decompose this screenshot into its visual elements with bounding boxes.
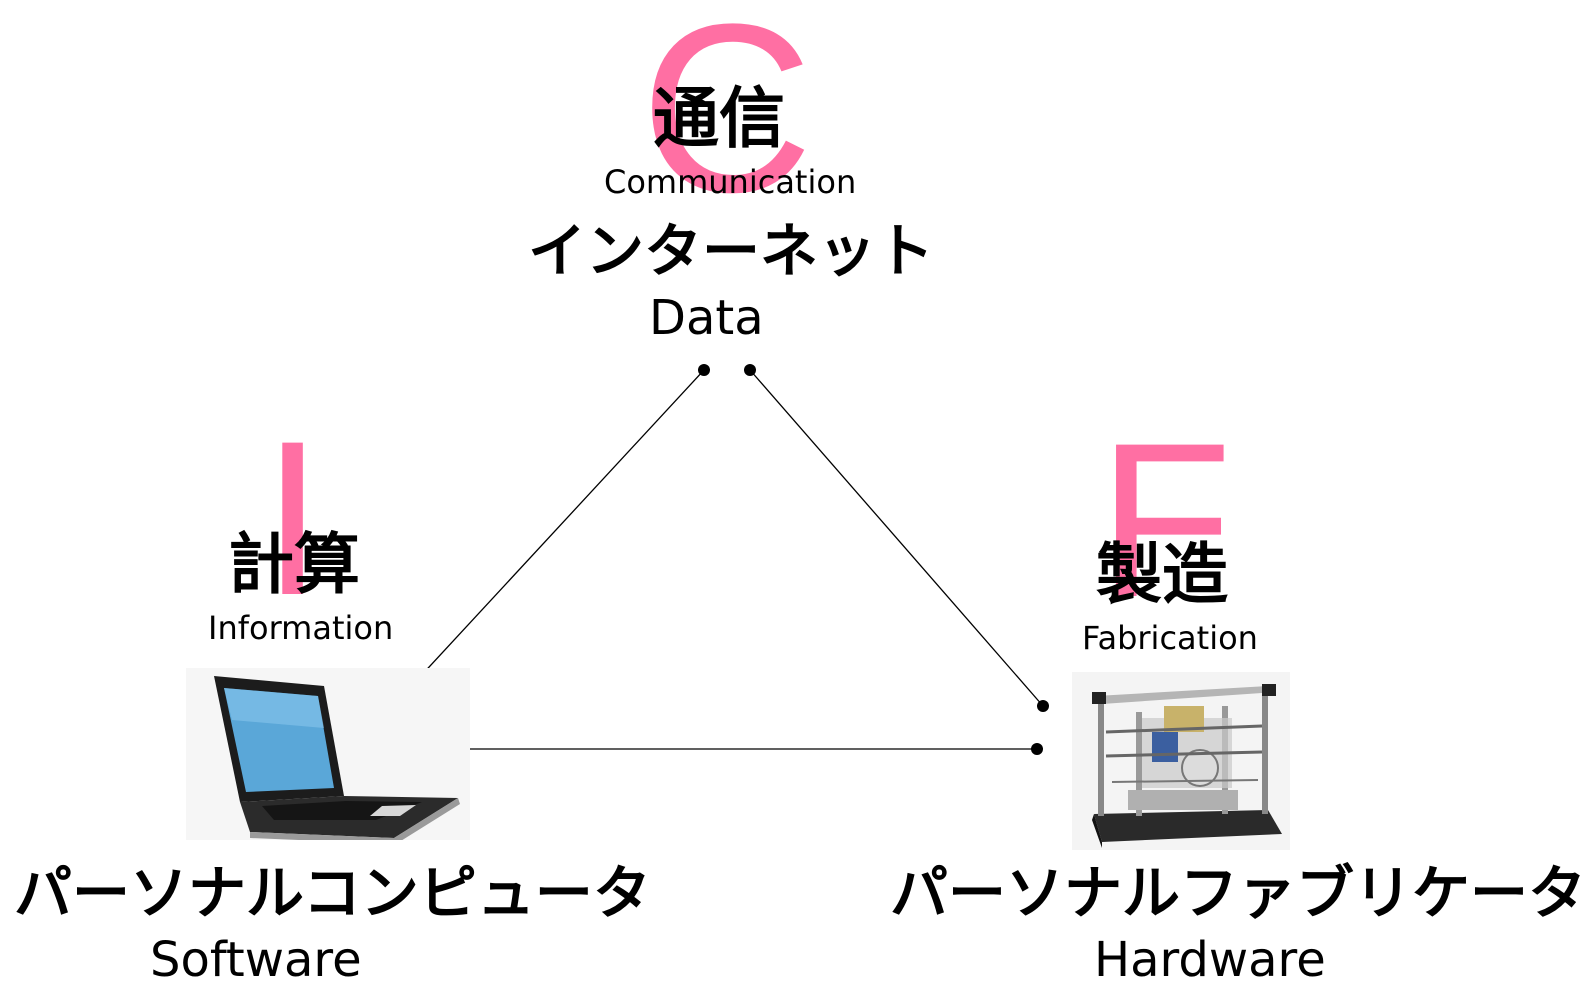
communication-label: Communication	[604, 163, 857, 201]
accent-letter-c: C	[640, 0, 814, 242]
connector-top-right	[749, 369, 1044, 707]
data-label: Data	[649, 290, 764, 346]
fabrication-label: Fabrication	[1082, 619, 1258, 657]
information-kanji: 計算	[228, 526, 360, 603]
information-label: Information	[208, 609, 394, 647]
accent-letter-f: F	[1098, 397, 1233, 643]
hardware-label: Hardware	[1094, 932, 1326, 988]
communication-kanji: 通信	[653, 80, 785, 157]
connector-dot	[698, 364, 710, 376]
personal-fabricator-label: パーソナルファブリケータ	[890, 859, 1587, 927]
fabrication-kanji: 製造	[1096, 536, 1228, 613]
software-label: Software	[150, 932, 362, 988]
3d-printer-icon	[1072, 672, 1290, 850]
personal-computer-label: パーソナルコンピュータ	[14, 859, 651, 927]
connector-dot	[1037, 700, 1049, 712]
connector-top-left	[392, 369, 705, 707]
connector-dot	[1031, 743, 1043, 755]
accent-letter-i: I	[262, 395, 324, 641]
laptop-icon	[186, 668, 470, 840]
connector-dot	[744, 364, 756, 376]
internet-label: インターネット	[528, 217, 935, 285]
